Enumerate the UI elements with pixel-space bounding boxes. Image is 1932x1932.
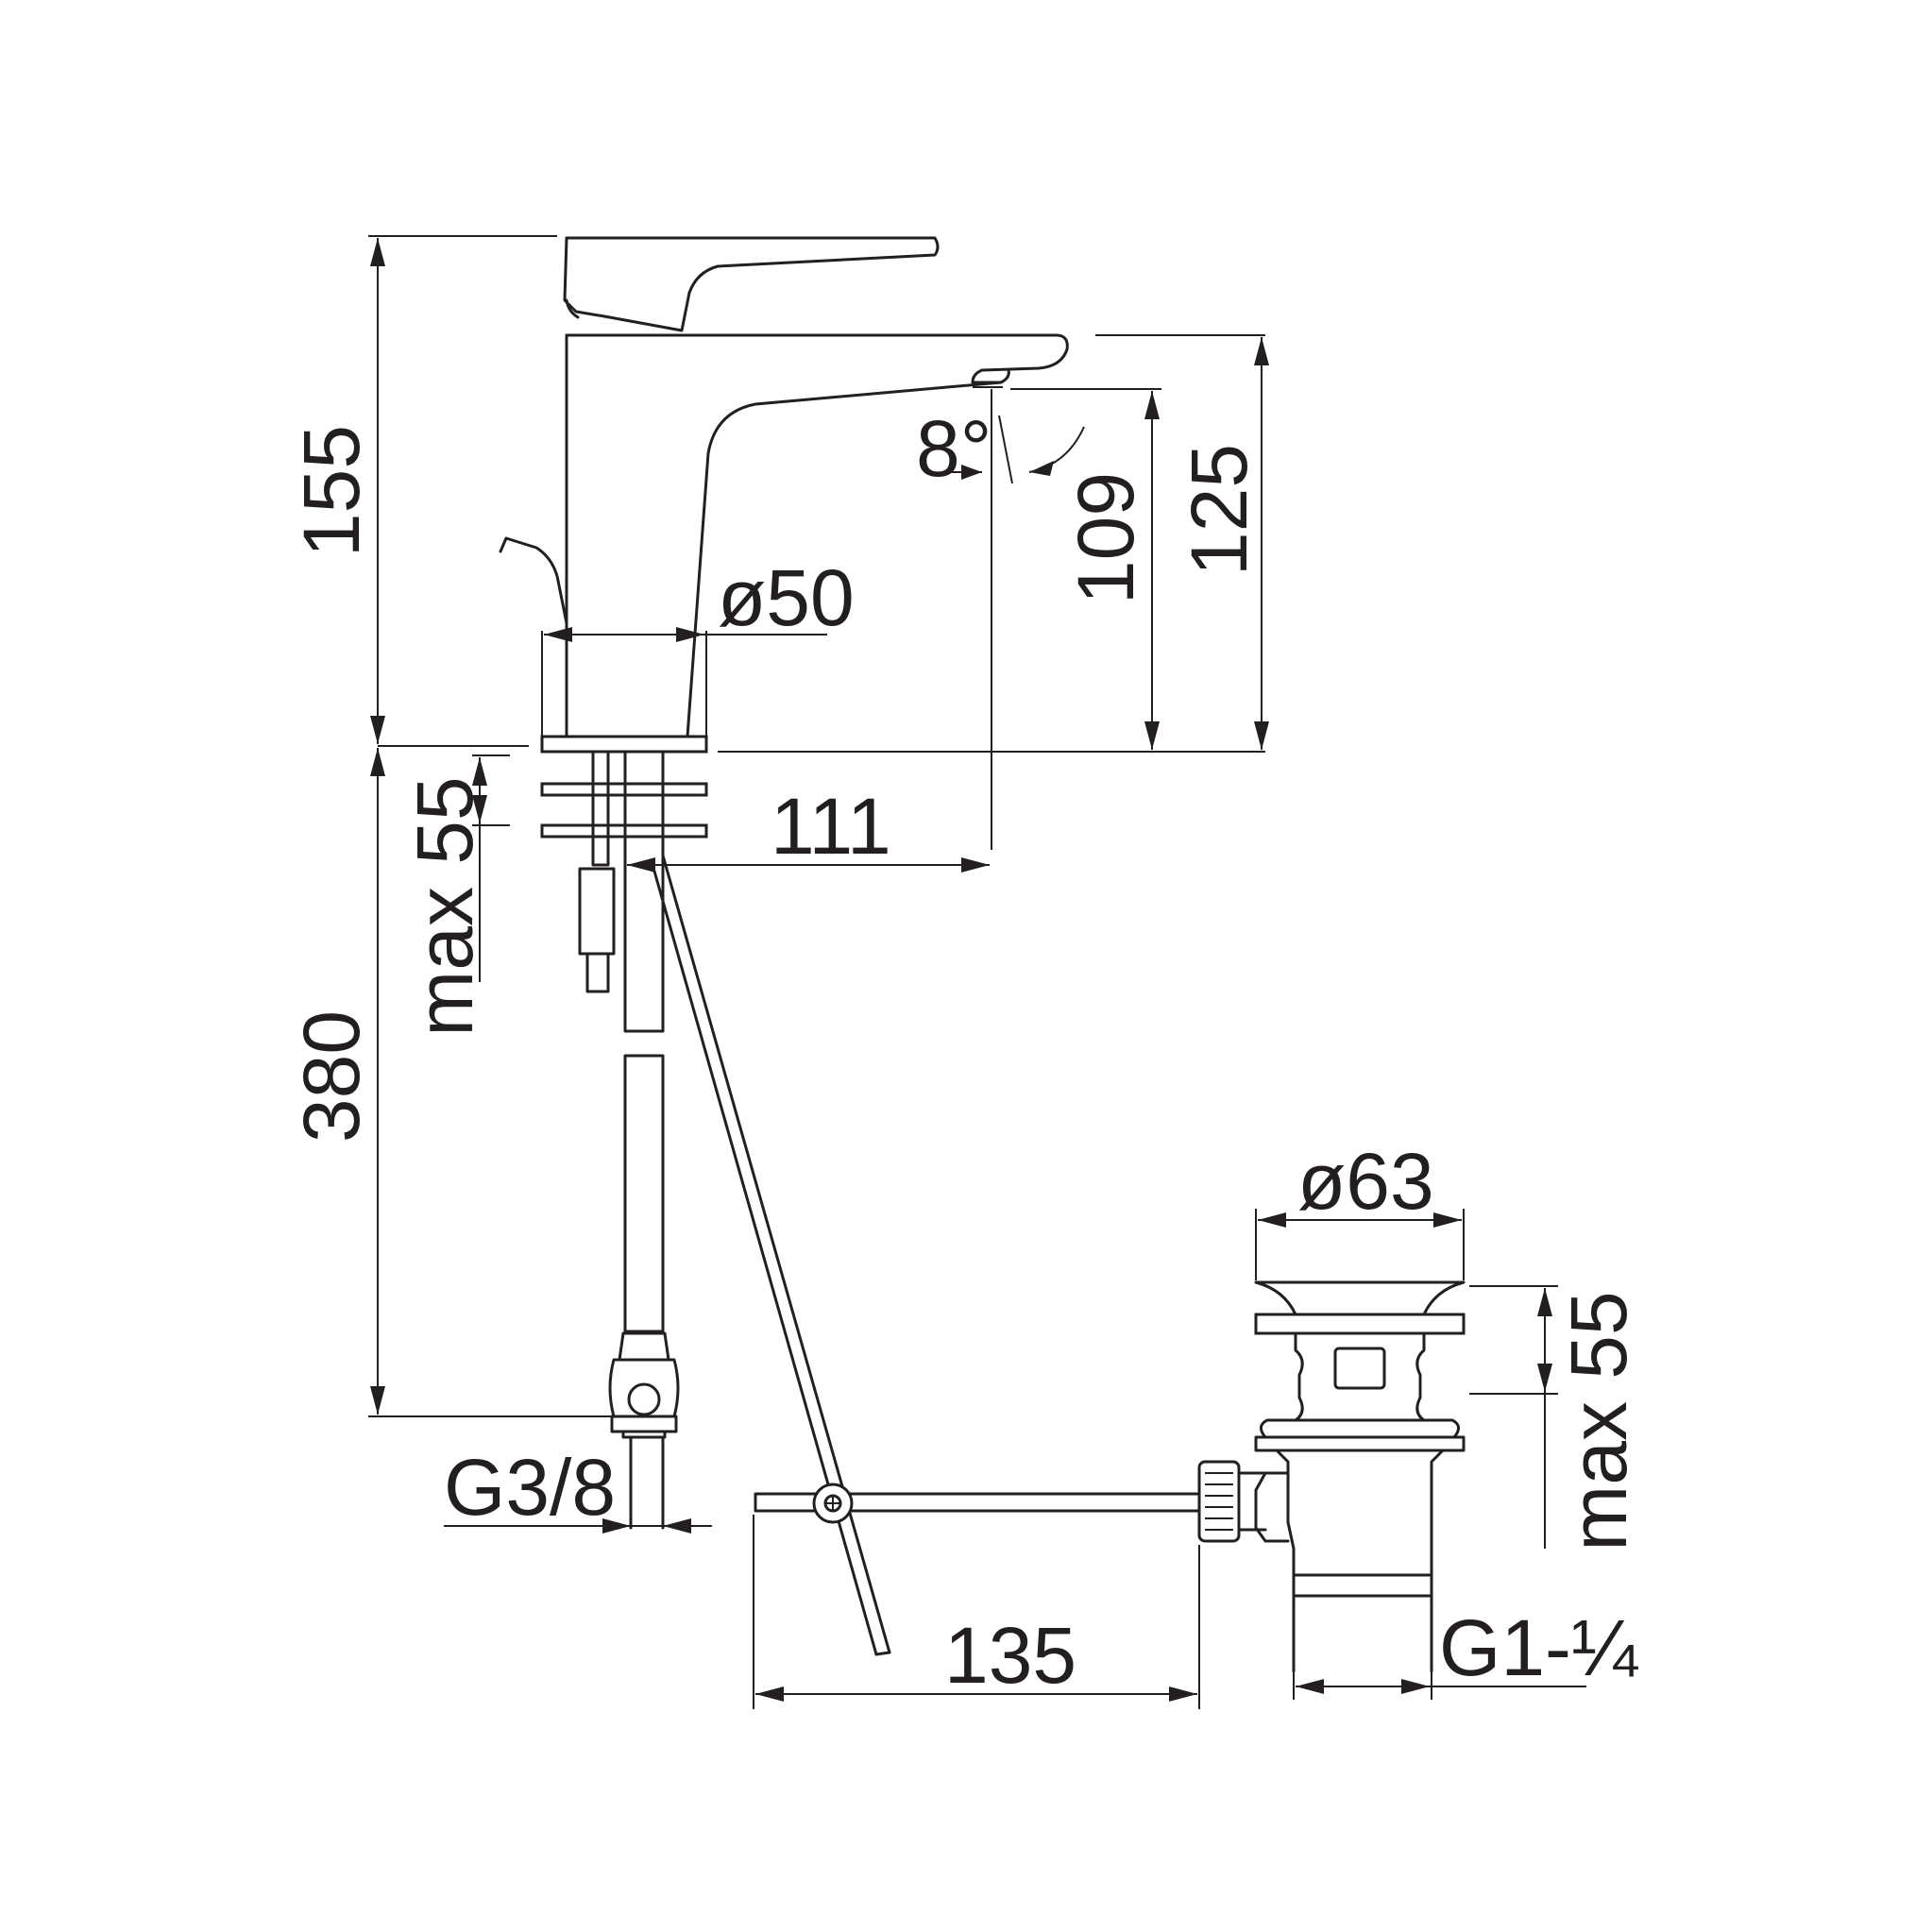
- label-base-diameter: ø50: [718, 553, 855, 642]
- label-spout-height: 125: [1175, 444, 1263, 576]
- label-spout-reach: 111: [771, 782, 891, 871]
- tap-fixing: [540, 750, 708, 1530]
- label-deck-thickness-tap: max 55: [400, 776, 489, 1036]
- label-hose-length: 380: [287, 1010, 376, 1143]
- dimension-labels: 155 125 109 8° ø50 111 max 55 380 G3/8 ø…: [287, 404, 1643, 1700]
- tap-body: [499, 236, 1069, 754]
- pop-up-rod: [650, 854, 1201, 1656]
- label-outlet-height: 109: [1061, 472, 1150, 604]
- dimension-lines: [368, 235, 1586, 1709]
- waste-assembly: [1197, 1280, 1466, 1673]
- label-waste-diameter: ø63: [1297, 1137, 1434, 1226]
- label-spout-angle: 8°: [916, 404, 991, 493]
- label-total-height: 155: [287, 425, 376, 557]
- label-rod-length: 135: [944, 1611, 1076, 1700]
- label-deck-thickness-waste: max 55: [1554, 1291, 1643, 1551]
- label-hose-thread: G3/8: [444, 1443, 616, 1532]
- label-waste-thread: G1-¼: [1439, 1603, 1638, 1692]
